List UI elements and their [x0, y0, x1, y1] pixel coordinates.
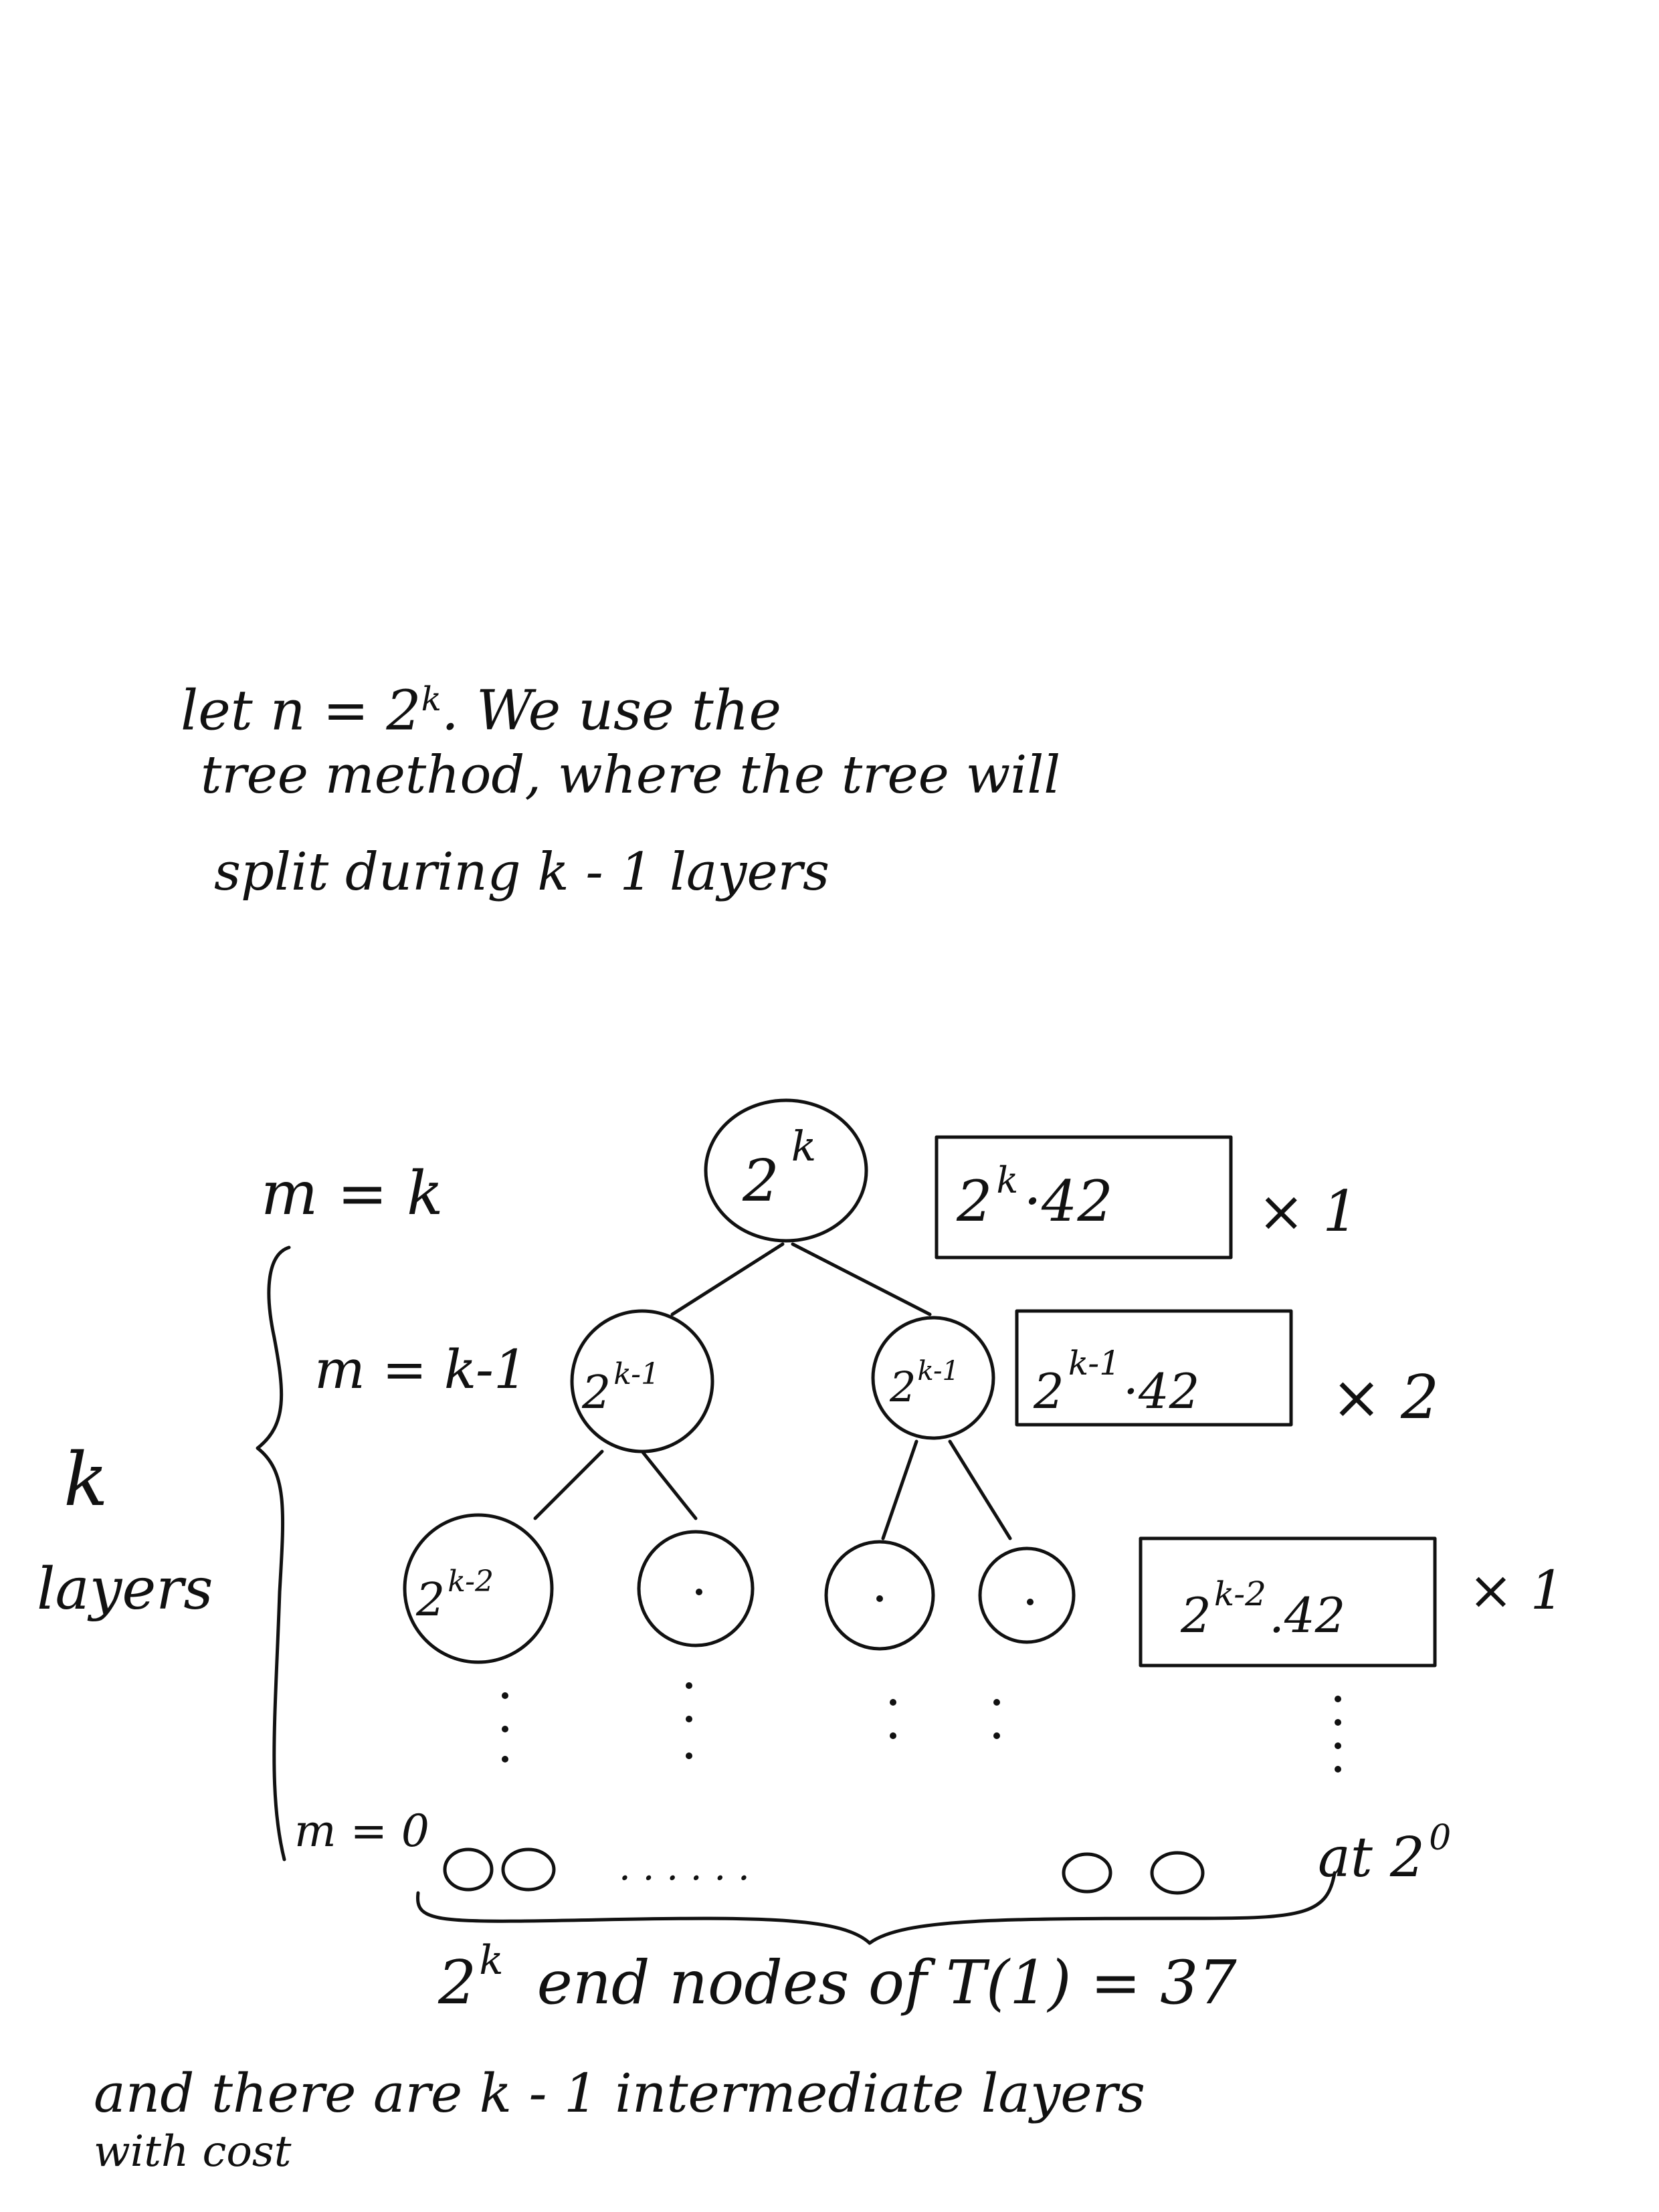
level1-node-left-label: 2k-1	[581, 1357, 660, 1419]
level2-node-2	[637, 1530, 755, 1647]
intro-line-1-text: let n = 2	[181, 679, 421, 743]
level2-node-3	[824, 1540, 935, 1651]
level2-cost-label: 2k-2.42	[1180, 1575, 1345, 1643]
edge-root-right	[791, 1242, 932, 1316]
edge-l1-right-a	[881, 1439, 918, 1540]
level1-node-right	[871, 1316, 995, 1440]
edge-l1-left-b	[640, 1449, 698, 1520]
level2-multiplier: × 1	[1468, 1559, 1564, 1621]
root-node-circle	[704, 1098, 868, 1243]
leaf-ellipsis: . . . . . .	[619, 1845, 750, 1889]
leaf-node-2	[501, 1847, 556, 1892]
footer-line-1: and there are k - 1 intermediate layers	[94, 2062, 1145, 2124]
level2-node-label: 2k-2	[415, 1565, 494, 1627]
edge-root-left	[670, 1242, 785, 1316]
intro-line-3: split during k - 1 layers	[214, 842, 830, 902]
leaf-count-brace	[416, 1871, 1337, 1945]
level1-multiplier: × 2	[1331, 1363, 1439, 1433]
brace-k-label: k	[64, 1437, 108, 1522]
level1-node-right-label: 2k-1	[889, 1356, 959, 1411]
level2-node-2-dot	[696, 1589, 702, 1595]
intro-line-1-rest: . We use the	[441, 679, 782, 743]
brace-layers-label: layers	[37, 1556, 213, 1623]
leaf-node-3	[1062, 1852, 1112, 1894]
intro-line-1: let n = 2k. We use the	[181, 682, 781, 738]
footer-line-2: with cost	[94, 2127, 292, 2177]
layers-brace	[256, 1245, 291, 1862]
level2-node-4-dot	[1027, 1599, 1034, 1605]
level1-cost-box	[1015, 1309, 1293, 1427]
intro-line-1-exponent: k	[421, 680, 442, 718]
level2-node-4	[978, 1546, 1076, 1644]
level2-cost-box	[1139, 1536, 1437, 1668]
root-node-label: 2k	[742, 1122, 816, 1215]
level2-node-1	[403, 1513, 554, 1664]
edge-l1-right-b	[948, 1439, 1012, 1540]
continuation-dots	[502, 1682, 1341, 1773]
leaf-node-1	[443, 1847, 494, 1892]
root-level-label: m = k	[261, 1159, 444, 1229]
level2-node-3-dot	[876, 1595, 883, 1602]
edge-l1-left-a	[533, 1449, 604, 1520]
root-multiplier: × 1	[1258, 1179, 1359, 1244]
level1-label: m = k-1	[314, 1338, 528, 1401]
root-cost-box	[935, 1135, 1233, 1260]
intro-line-2: tree method, where the tree will	[201, 745, 1061, 805]
leaf-level-label: m = 0	[294, 1805, 429, 1857]
leaf-node-4	[1150, 1851, 1205, 1895]
